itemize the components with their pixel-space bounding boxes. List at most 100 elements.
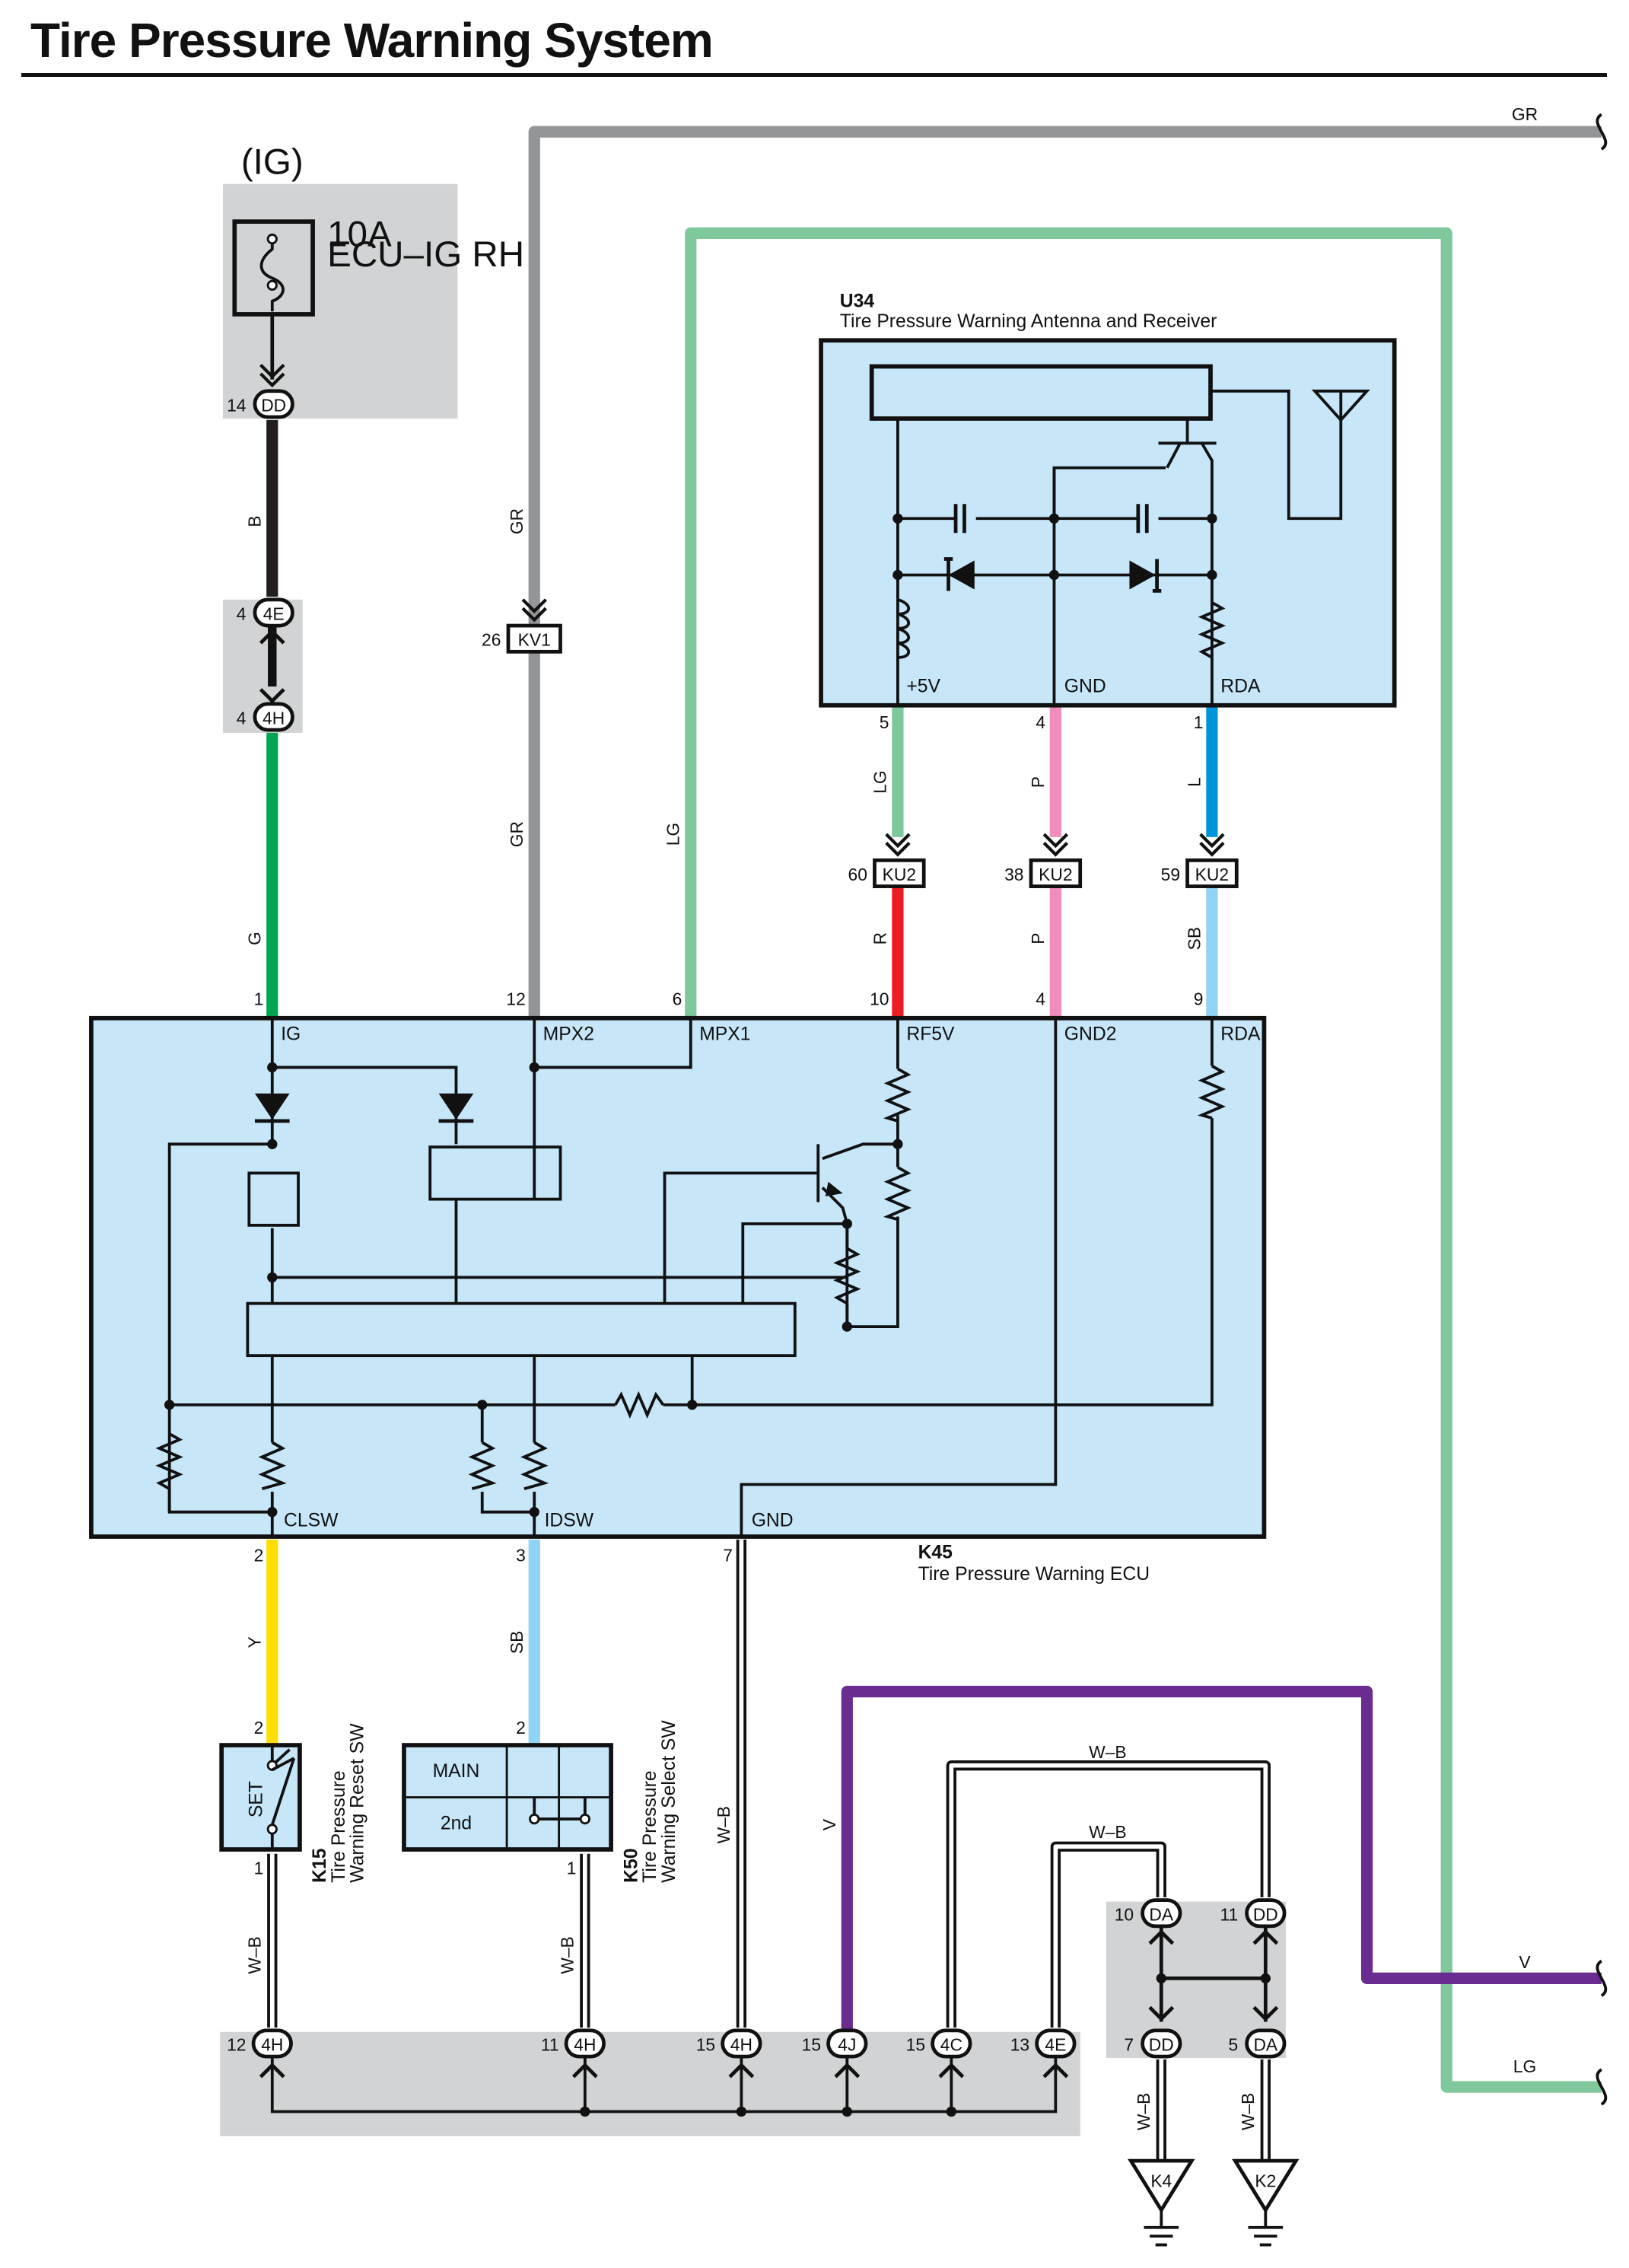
label-y: Y: [245, 1636, 265, 1648]
connector-bottom-4-pin: 15: [802, 2035, 821, 2055]
connector-4h-top-code: 4H: [262, 708, 285, 728]
reset-switch-code: K15: [310, 1848, 330, 1883]
select-switch-pin-bot: 1: [567, 1858, 577, 1878]
reset-switch-pin-bot: 1: [254, 1858, 264, 1878]
bottom-junction: 4H 12 4H 11 4H 15 4J 15 4C 15 4E 13: [227, 2028, 1077, 2117]
ecu-top-pin-6: 6: [673, 989, 682, 1009]
label-sb-1: SB: [1185, 927, 1204, 950]
connector-bottom-1-pin: 12: [227, 2035, 246, 2055]
label-lg-2: LG: [870, 770, 890, 793]
connector-bottom-3-pin: 15: [696, 2035, 715, 2055]
label-wb-6: W–B: [1134, 2093, 1153, 2130]
ecu-top-pin-4: 4: [1036, 989, 1045, 1009]
ecu-top-label-gnd2: GND2: [1064, 1024, 1117, 1044]
connector-dd-7-code: DD: [1149, 2035, 1174, 2055]
receiver-pin-label-gnd: GND: [1064, 677, 1106, 697]
connector-ku2-38-pin: 38: [1004, 865, 1023, 884]
connector-4h-top-pin: 4: [237, 708, 247, 728]
connector-dd-14: DD 14: [227, 389, 294, 419]
label-lg-1: LG: [663, 823, 683, 846]
connector-dd-11-pin: 11: [1220, 1904, 1238, 1924]
label-wb-4: W–B: [1089, 1742, 1126, 1762]
receiver-pin-label-5v: +5V: [906, 677, 940, 697]
reset-switch-set-label: SET: [246, 1781, 266, 1817]
label-wb-7: W–B: [1238, 2093, 1258, 2130]
ecu-top-pin-12: 12: [506, 989, 525, 1009]
receiver-code: U34: [840, 291, 875, 311]
connector-bottom-5-pin: 15: [906, 2035, 925, 2055]
connector-ku2-59-code: KU2: [1195, 865, 1229, 884]
reset-switch-k15: SET 2 1 K15 Tire Pressure Warning Reset …: [219, 1718, 368, 1883]
connector-ku2-59: KU2 59: [1161, 834, 1239, 888]
connector-ku2-60: KU2 60: [848, 834, 926, 888]
receiver-pin-1: 1: [1194, 712, 1204, 732]
connector-bottom-2: 4H 11: [541, 2028, 606, 2059]
connector-ku2-60-code: KU2: [883, 865, 916, 884]
reset-switch-name-1: Tire Pressure: [329, 1770, 349, 1882]
receiver-u34: U34 Tire Pressure Warning Antenna and Re…: [819, 291, 1397, 732]
label-b: B: [245, 515, 265, 527]
label-wb-5: W–B: [1089, 1822, 1126, 1842]
connector-da-10-pin: 10: [1115, 1904, 1134, 1924]
fuse: (IG) 10A ECU–IG RH: [232, 142, 524, 385]
connector-da-10: DA 10: [1115, 1898, 1182, 1929]
connector-ku2-38: KU2 38: [1004, 834, 1083, 888]
connector-bottom-2-pin: 11: [541, 2035, 559, 2055]
wire-lg: [685, 227, 1602, 2093]
ecu-bottom-pin-3: 3: [516, 1545, 526, 1565]
ecu-top-label-rf5v: RF5V: [906, 1024, 955, 1044]
connector-bottom-6: 4E 13: [1010, 2028, 1077, 2059]
connector-da-5-pin: 5: [1228, 2035, 1238, 2055]
wire-breaks: [1596, 113, 1608, 2106]
label-lg-right: LG: [1513, 2056, 1536, 2076]
wire-labels: GR V LG B G GR GR LG LG P L R P SB Y SB …: [245, 104, 1538, 2130]
connector-bottom-5: 4C 15: [906, 2028, 972, 2059]
reset-switch-name-2: Warning Reset SW: [348, 1723, 368, 1883]
ecu-bottom-pin-2: 2: [254, 1545, 264, 1565]
connector-4h-top: 4H 4: [237, 702, 294, 732]
connector-ku2-60-pin: 60: [848, 865, 867, 884]
page-title: Tire Pressure Warning System: [30, 13, 714, 68]
label-l: L: [1185, 777, 1204, 787]
select-switch-pin-top: 2: [516, 1718, 526, 1738]
connector-bottom-6-pin: 13: [1010, 2035, 1029, 2055]
label-v-left: V: [819, 1818, 839, 1830]
ecu-bottom-label-idsw: IDSW: [545, 1511, 594, 1531]
label-gr-2: GR: [507, 821, 527, 847]
connector-kv1-code: KV1: [518, 630, 551, 650]
ecu-top-label-ig: IG: [281, 1024, 301, 1044]
label-g: G: [245, 932, 265, 945]
connector-dd-14-code: DD: [261, 395, 286, 415]
label-r: R: [870, 932, 890, 944]
ecu-bottom-pin-7: 7: [723, 1545, 733, 1565]
ecu-top-pin-10: 10: [870, 989, 889, 1009]
reset-switch-pin-top: 2: [254, 1718, 264, 1738]
connector-bottom-4: 4J 15: [802, 2028, 868, 2059]
connector-ku2-59-pin: 59: [1161, 865, 1180, 884]
label-wb-1: W–B: [245, 1936, 265, 1973]
connector-da-10-code: DA: [1149, 1904, 1173, 1924]
connector-bottom-5-code: 4C: [940, 2035, 962, 2055]
connector-kv1-pin: 26: [482, 630, 501, 650]
label-wb-2: W–B: [558, 1936, 577, 1973]
receiver-pin-label-rda: RDA: [1220, 677, 1261, 697]
label-p-2: P: [1028, 932, 1048, 944]
receiver-pin-5: 5: [880, 712, 889, 732]
connector-dd-11: DD 11: [1220, 1898, 1287, 1929]
ecu-top-label-mpx2: MPX2: [543, 1024, 594, 1044]
ecu-name: Tire Pressure Warning ECU: [918, 1564, 1150, 1585]
connector-bottom-2-code: 4H: [574, 2035, 596, 2055]
select-switch-main: MAIN: [433, 1761, 480, 1782]
ground-k2-label: K2: [1255, 2171, 1276, 2190]
select-switch-k50: MAIN 2nd 2 1 K50 Tire Pressure Warning S…: [402, 1718, 679, 1883]
wb-wires: [267, 1539, 1271, 2161]
connector-bottom-6-code: 4E: [1045, 2035, 1066, 2055]
title-rule: [21, 73, 1607, 77]
label-v-right: V: [1519, 1952, 1531, 1972]
ecu-k45: IG MPX2 MPX1 RF5V GND2 RDA 1 12 6 10 4 9…: [89, 989, 1267, 1585]
connector-da-5: DA 5: [1228, 2028, 1287, 2059]
ecu-code: K45: [918, 1543, 953, 1563]
ecu-top-pin-9: 9: [1194, 989, 1204, 1009]
select-switch-code: K50: [621, 1848, 641, 1882]
